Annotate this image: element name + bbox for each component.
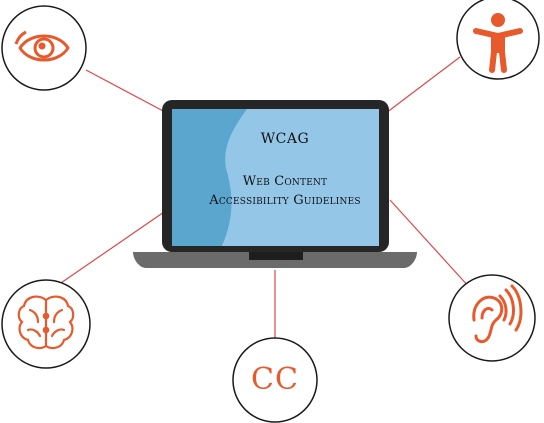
connector-brain bbox=[57, 209, 168, 286]
connector-eye bbox=[85, 69, 168, 114]
hearing-icon bbox=[448, 274, 536, 362]
brain-icon bbox=[1, 279, 91, 369]
person-accessibility-icon bbox=[456, 0, 540, 80]
screen-subtitle-line1: Web Content bbox=[242, 174, 328, 189]
laptop bbox=[133, 100, 417, 268]
screen-subtitle-line2: Accessibility Guidelines bbox=[209, 193, 361, 208]
connector-lines bbox=[57, 56, 471, 338]
connector-ear bbox=[389, 199, 471, 289]
screen-shade bbox=[172, 109, 247, 246]
connector-person bbox=[385, 56, 461, 114]
cc-label: CC bbox=[251, 362, 299, 397]
screen-title: WCAG bbox=[260, 131, 310, 147]
laptop-hinge bbox=[249, 252, 303, 260]
eye-icon bbox=[1, 5, 87, 91]
closed-captions-icon bbox=[232, 337, 318, 423]
